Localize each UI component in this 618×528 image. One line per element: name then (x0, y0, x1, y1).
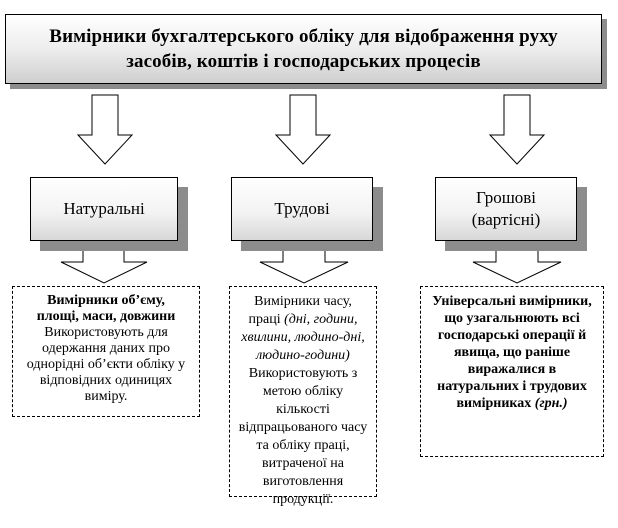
monetary-description: Універсальні вимірники, що узагальнюють … (420, 286, 604, 457)
natural-description-bold: Вимірники об’єму, площі, маси, довжини (36, 293, 176, 324)
diagram-title: Вимірники бухгалтерського обліку для від… (49, 24, 557, 74)
title-box: Вимірники бухгалтерського обліку для від… (5, 14, 602, 84)
category-labor-label: Трудові (274, 199, 330, 218)
labor-description-lead: Вимірники часу, праці (248, 294, 352, 327)
arrow-down-5 (259, 248, 349, 284)
labor-description-text: Використовують з метою обліку кількості … (238, 366, 368, 507)
arrow-down-2 (274, 94, 332, 165)
arrow-down-3 (488, 94, 546, 165)
labor-description: Вимірники часу, праці (дні, години, хвил… (229, 286, 377, 507)
arrow-down-4 (60, 248, 148, 284)
natural-description: Вимірники об’єму, площі, маси, довжини В… (12, 286, 200, 417)
category-monetary: Грошові (вартісні) (435, 177, 577, 241)
title-line-1: Вимірники бухгалтерського обліку для від… (49, 26, 558, 47)
category-monetary-label-1: Грошові (475, 188, 537, 207)
category-natural: Натуральні (30, 177, 178, 241)
category-natural-label: Натуральні (63, 199, 145, 218)
arrow-down-1 (76, 94, 134, 165)
labor-description-italic: (дні, години, хвилини, людино-дні, людин… (241, 312, 365, 363)
monetary-description-bold: Універсальні вимірники, що узагальнюють … (432, 294, 592, 411)
monetary-description-unit: (грн.) (534, 396, 568, 411)
category-monetary-label-2: (вартісні) (471, 210, 541, 229)
natural-description-text: Використовують для одержання даних про о… (26, 325, 186, 404)
title-line-2: засобів, коштів і господарських процесів (126, 51, 481, 72)
category-labor: Трудові (231, 177, 373, 241)
arrow-down-6 (472, 248, 562, 284)
